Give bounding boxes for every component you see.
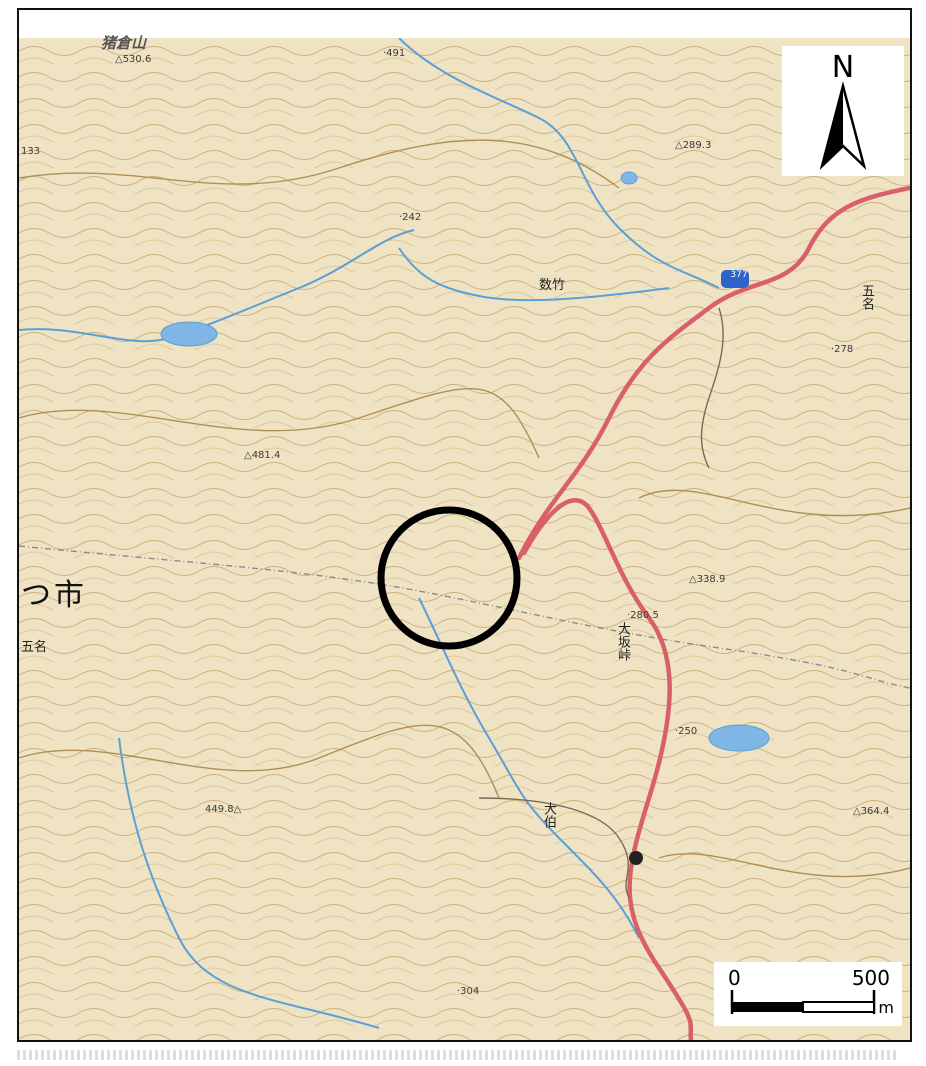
elevation-label: ·304 [457,986,480,997]
north-arrow-icon [819,81,867,170]
contour-ridge-1 [19,139,620,189]
stream-southwest [118,737,380,1029]
prefectural-road [521,498,694,1040]
elevation-label: ·280.5 [627,610,659,621]
map-frame: 猪倉山 △530.6 ·491 △289.3 ·242 ·278 △481.4 … [17,8,912,1042]
stream-left [19,229,415,343]
elevation-label: △481.4 [244,450,281,461]
elevation-label: ·242 [399,212,422,223]
route-shield-label: 377 [730,270,748,280]
elevation-label: ·491 [383,48,406,59]
bottom-cropped-strip [17,1050,897,1060]
elevation-label: ·250 [675,726,698,737]
pond-right [708,724,770,752]
stream-middle [398,247,670,302]
scale-min-label: 0 [728,966,741,990]
elevation-label: 449.8△ [205,804,242,815]
elevation-label: △338.9 [689,574,726,585]
topographic-map[interactable] [19,38,910,1042]
place-label: 五名 [859,284,874,310]
pond-top [620,171,638,185]
contour-ridge-5 [658,853,910,878]
elevation-label: 133 [21,146,41,157]
elevation-label: △530.6 [115,54,152,65]
stream-south [418,597,640,939]
pond-left [160,321,218,347]
contour-texture [19,38,910,1040]
mountain-name-label: 猪倉山 [101,34,147,52]
scale-max-label: 500 [851,966,890,990]
local-road-south [478,797,630,899]
pass-label: 大坂峠 [615,622,630,661]
stream-top [398,38,720,289]
scale-bar-graphic [730,990,876,1014]
elevation-label: ·278 [831,344,854,355]
route-shield-badge [721,270,749,288]
elevation-label: △364.4 [853,806,890,817]
scale-unit-label: m [878,998,894,1017]
contour-ridge-3 [19,724,500,799]
admin-boundary [19,545,910,689]
north-letter: N [831,50,855,85]
place-label: 五名 [21,640,48,655]
post-office-marker [629,851,643,865]
village-label: 大伯 [541,802,556,828]
village-label: 数竹 [539,278,566,293]
contour-ridge-2 [19,387,540,459]
local-road-east [700,307,724,469]
north-arrow: N [782,46,904,176]
focus-circle [377,506,521,650]
contour-ridge-4 [638,489,910,517]
national-route [516,185,910,561]
elevation-label: △289.3 [675,140,712,151]
city-label: つ市 [21,578,87,613]
scale-bar: 0 500 m [714,962,902,1026]
